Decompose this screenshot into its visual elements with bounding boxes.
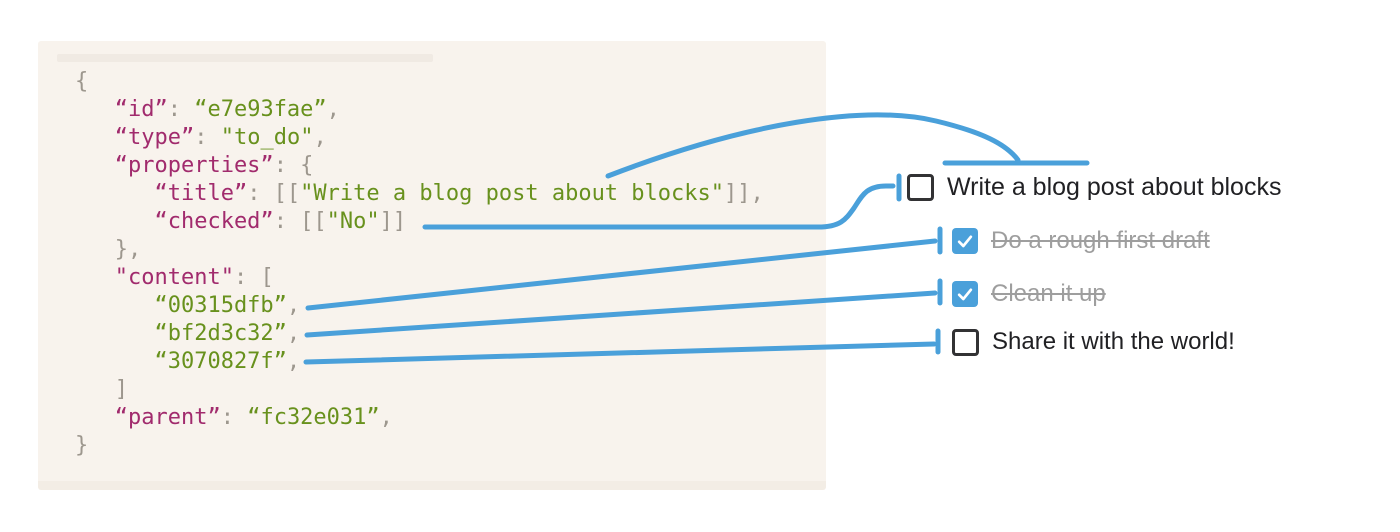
code-token-punct: ] xyxy=(114,377,128,402)
todo-label[interactable]: Share it with the world! xyxy=(992,328,1235,356)
code-token-key: “id” xyxy=(114,97,168,122)
code-token-key: "content" xyxy=(114,265,234,290)
code-line: “title”: [["Write a blog post about bloc… xyxy=(75,180,764,208)
code-token-punct: : [[ xyxy=(273,209,327,234)
code-line: “properties”: { xyxy=(75,152,764,180)
code-token-punct: ]], xyxy=(724,181,764,206)
code-token-punct: : xyxy=(167,97,195,122)
code-token-key: “checked” xyxy=(154,209,274,234)
todo-checkbox-checked[interactable] xyxy=(952,228,978,254)
code-token-punct: , xyxy=(286,349,301,374)
code-line: “bf2d3c32”, xyxy=(75,320,764,348)
code-token-punct: : [[ xyxy=(247,181,301,206)
code-token-punct: , xyxy=(326,97,340,122)
check-icon xyxy=(957,235,973,248)
code-token-value: "Write a blog post about blocks" xyxy=(300,181,725,206)
code-token-key: “type” xyxy=(114,125,195,150)
code-token-punct: , xyxy=(313,125,327,150)
code-line: ] xyxy=(75,376,764,404)
todo-label[interactable]: Write a blog post about blocks xyxy=(947,172,1282,201)
code-line: “type”: "to_do", xyxy=(75,124,764,152)
json-code-panel: {“id”: “e7e93fae”,“type”: "to_do",“prope… xyxy=(38,41,826,490)
todo-checkbox-checked[interactable] xyxy=(952,281,978,307)
code-token-value: "No" xyxy=(326,209,380,234)
code-line: “parent”: “fc32e031”, xyxy=(75,404,764,432)
code-line: "content": [ xyxy=(75,264,764,292)
code-line: “id”: “e7e93fae”, xyxy=(75,96,764,124)
code-token-punct: : xyxy=(194,125,221,150)
code-token-value: "to_do" xyxy=(220,125,314,150)
todo-item-4: Share it with the world! xyxy=(952,328,1235,356)
json-code: {“id”: “e7e93fae”,“type”: "to_do",“prope… xyxy=(75,68,764,460)
code-line: { xyxy=(75,68,764,96)
code-line: } xyxy=(75,432,764,460)
code-token-punct: , xyxy=(286,321,301,346)
todo-checkbox-unchecked[interactable] xyxy=(952,329,979,356)
code-token-punct: }, xyxy=(114,237,142,262)
todo-item-1: Write a blog post about blocks xyxy=(907,172,1282,201)
panel-artifact-band-bottom xyxy=(38,481,826,490)
todo-label[interactable]: Do a rough first draft xyxy=(991,226,1210,254)
code-token-punct: : { xyxy=(273,153,314,178)
code-token-value: “fc32e031” xyxy=(247,405,380,430)
code-line: “checked”: [["No"]] xyxy=(75,208,764,236)
code-token-punct: , xyxy=(379,405,393,430)
code-line: “00315dfb”, xyxy=(75,292,764,320)
code-token-key: “properties” xyxy=(114,153,274,178)
todo-label[interactable]: Clean it up xyxy=(991,279,1106,307)
code-token-value: “00315dfb” xyxy=(154,293,287,318)
code-token-key: “parent” xyxy=(114,405,221,430)
code-token-value: “bf2d3c32” xyxy=(154,321,287,346)
code-token-punct: ]] xyxy=(379,209,407,234)
check-icon xyxy=(957,288,973,301)
code-line: “3070827f”, xyxy=(75,348,764,376)
code-token-punct: , xyxy=(286,293,301,318)
code-token-punct: { xyxy=(75,69,89,94)
code-token-punct: } xyxy=(75,433,89,458)
todo-checkbox-unchecked[interactable] xyxy=(907,174,934,201)
code-token-punct: : xyxy=(220,405,248,430)
code-token-key: “title” xyxy=(154,181,248,206)
panel-artifact-band xyxy=(57,54,433,62)
todo-item-3: Clean it up xyxy=(952,279,1106,307)
code-token-punct: : [ xyxy=(233,265,274,290)
todo-item-2: Do a rough first draft xyxy=(952,226,1210,254)
code-token-value: “e7e93fae” xyxy=(194,97,327,122)
code-token-value: “3070827f” xyxy=(154,349,287,374)
code-line: }, xyxy=(75,236,764,264)
